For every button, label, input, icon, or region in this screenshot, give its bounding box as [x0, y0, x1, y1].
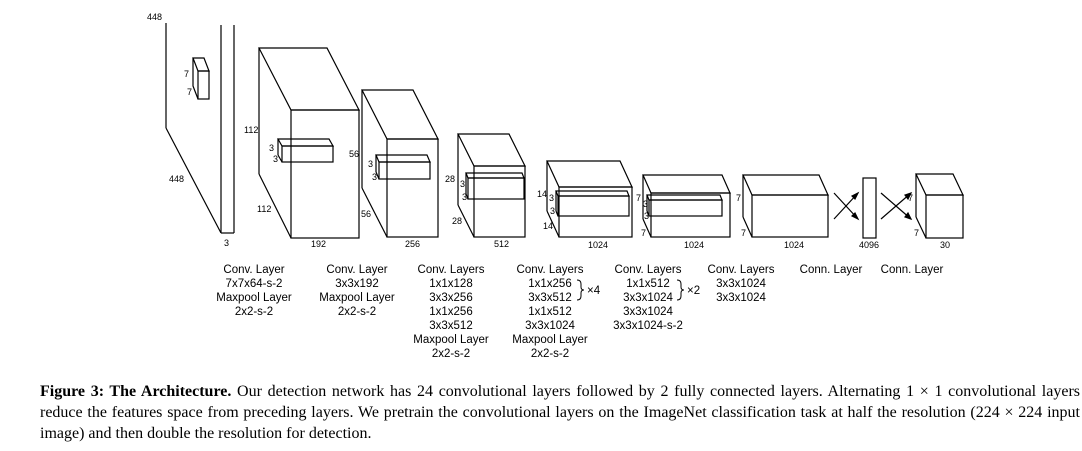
dim-out-30: 30	[940, 240, 950, 250]
dim-b4-512: 512	[494, 239, 509, 249]
dim-b5-k3a: 3	[549, 193, 554, 203]
feature-block-14	[546, 160, 633, 238]
dim-b5-14a: 14	[537, 189, 547, 199]
dim-b4-k3b: 3	[462, 192, 467, 202]
caption-label: Figure 3: The Architecture.	[40, 383, 232, 400]
label-line: Conn. Layer	[800, 264, 863, 276]
feature-block-28	[457, 133, 526, 238]
label-line: 1x1x512	[626, 278, 669, 290]
input-image-block	[165, 23, 235, 234]
label-line: 1x1x128	[429, 278, 472, 290]
feature-block-56	[361, 89, 439, 238]
layer-group-1-label: Conv. Layer 7x7x64-s-2 Maxpool Layer 2x2…	[216, 264, 292, 318]
dim-kernel-7a: 7	[184, 69, 189, 79]
label-line: 3x3x1024	[716, 278, 766, 290]
label-line: Conv. Layer	[223, 264, 284, 276]
label-line: Conv. Layers	[418, 264, 485, 276]
dim-b2-k3a: 3	[269, 143, 274, 153]
label-line: Conn. Layer	[881, 264, 944, 276]
repeat-x4-label: ×4	[587, 285, 601, 297]
dim-b2-192: 192	[311, 239, 326, 249]
dim-b7-7a: 7	[736, 193, 741, 203]
dim-b6-1024: 1024	[684, 240, 704, 250]
dim-b4-k3a: 3	[460, 179, 465, 189]
label-line: 3x3x192	[335, 278, 378, 290]
label-line: 3x3x512	[528, 292, 571, 304]
dim-b6-7b: 7	[641, 228, 646, 238]
dim-fc-4096: 4096	[859, 240, 879, 250]
dim-b6-7a: 7	[636, 193, 641, 203]
dim-b7-7b: 7	[741, 228, 746, 238]
label-line: Conv. Layers	[517, 264, 584, 276]
caption-text: Our detection network has 24 convolution…	[40, 383, 1081, 442]
dim-b2-k3b: 3	[273, 154, 278, 164]
label-line: 3x3x1024	[623, 292, 673, 304]
dim-input-448-side: 448	[169, 174, 184, 184]
label-line: 3x3x1024	[623, 306, 673, 318]
dim-input-448-top: 448	[147, 12, 162, 22]
dim-b3-56b: 56	[361, 209, 371, 219]
layer-group-7-label: Conn. Layer	[800, 264, 863, 276]
feature-block-7a	[642, 174, 731, 238]
feature-block-7b	[742, 174, 829, 238]
dim-b6-k3b: 3	[644, 211, 649, 221]
label-line: 2x2-s-2	[531, 348, 569, 360]
feature-block-112	[258, 47, 360, 239]
label-line: 3x3x1024	[525, 320, 575, 332]
dim-b3-k3b: 3	[372, 172, 377, 182]
label-line: Conv. Layer	[326, 264, 387, 276]
repeat-x2-label: ×2	[687, 285, 700, 297]
dim-b6-k3a: 3	[643, 199, 648, 209]
label-line: 1x1x256	[528, 278, 571, 290]
label-line: 3x3x1024	[716, 292, 766, 304]
layer-group-3-label: Conv. Layers 1x1x128 3x3x256 1x1x256 3x3…	[413, 264, 489, 360]
label-line: 3x3x512	[429, 320, 472, 332]
label-line: 1x1x512	[528, 306, 571, 318]
bracket-x2	[676, 279, 685, 301]
fc-4096-block	[862, 177, 877, 239]
layer-group-5-label: Conv. Layers 1x1x512 3x3x1024 3x3x1024 3…	[613, 264, 700, 332]
label-line: Maxpool Layer	[216, 292, 292, 304]
label-line: Conv. Layers	[708, 264, 775, 276]
label-line: Maxpool Layer	[319, 292, 395, 304]
layer-group-6-label: Conv. Layers 3x3x1024 3x3x1024	[708, 264, 775, 304]
output-block	[915, 173, 964, 239]
dim-b3-256: 256	[405, 239, 420, 249]
label-line: 2x2-s-2	[235, 306, 273, 318]
label-line: 3x3x256	[429, 292, 472, 304]
dim-b3-56a: 56	[349, 149, 359, 159]
dim-b2-112a: 112	[244, 125, 258, 135]
bracket-x4	[576, 279, 585, 301]
dim-b5-1024: 1024	[588, 240, 608, 250]
label-line: 1x1x256	[429, 306, 472, 318]
label-line: 3x3x1024-s-2	[613, 320, 683, 332]
label-line: Maxpool Layer	[512, 334, 588, 346]
layer-group-2-label: Conv. Layer 3x3x192 Maxpool Layer 2x2-s-…	[319, 264, 395, 318]
dim-input-3: 3	[224, 238, 229, 248]
dim-b5-k3b: 3	[550, 206, 555, 216]
label-line: 2x2-s-2	[432, 348, 470, 360]
label-line: Conv. Layers	[615, 264, 682, 276]
dim-b4-28b: 28	[452, 216, 462, 226]
figure-caption: Figure 3: The Architecture. Our detectio…	[40, 381, 1080, 444]
label-line: 2x2-s-2	[338, 306, 376, 318]
fc-connection-2	[880, 191, 913, 221]
dim-b5-14b: 14	[543, 221, 553, 231]
label-line: 7x7x64-s-2	[226, 278, 283, 290]
dim-b7-1024: 1024	[784, 240, 804, 250]
dim-b3-k3a: 3	[368, 159, 373, 169]
dim-b2-112b: 112	[257, 204, 271, 214]
label-line: Maxpool Layer	[413, 334, 489, 346]
layer-group-8-label: Conn. Layer	[881, 264, 944, 276]
layer-group-4-label: Conv. Layers 1x1x256 3x3x512 1x1x512 3x3…	[512, 264, 600, 360]
dim-kernel-7b: 7	[187, 87, 192, 97]
dim-out-7b: 7	[914, 228, 919, 238]
fc-connection-1	[833, 191, 860, 221]
dim-out-7a: 7	[908, 193, 913, 203]
dim-b4-28a: 28	[445, 174, 455, 184]
